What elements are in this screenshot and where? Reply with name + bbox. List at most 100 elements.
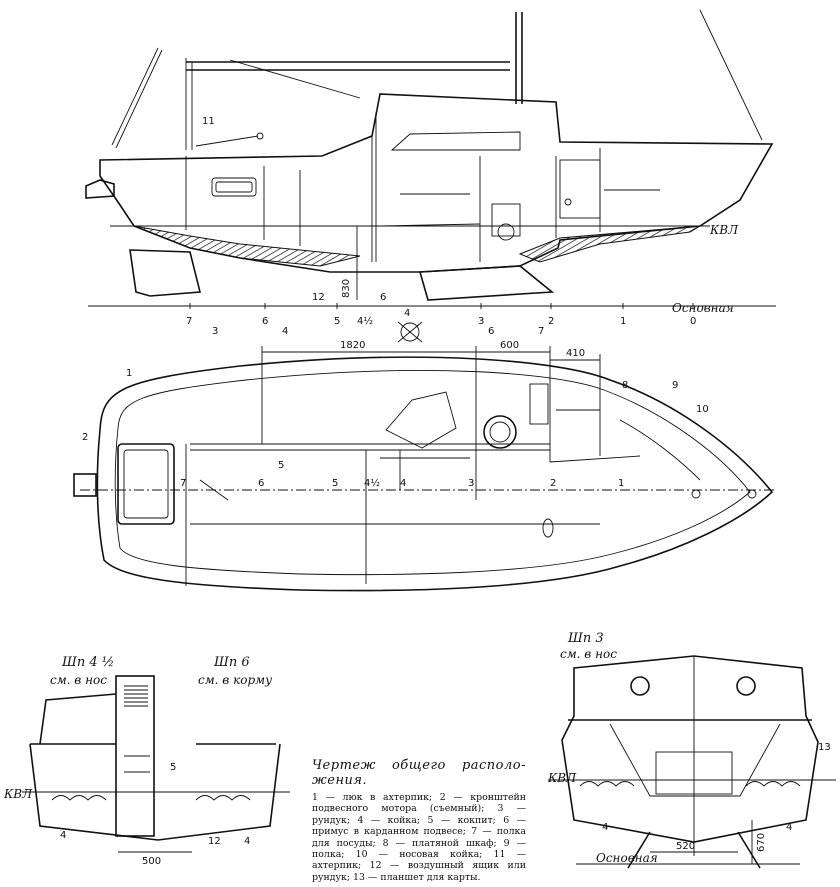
section-left: Шп 4 ½ см. в нос Шп 6 см. в корму КВЛ 4 … [3,655,290,867]
vent-grille [124,685,148,707]
deck-outline [96,356,774,592]
section-left-callout-5: 5 [170,762,176,773]
anchor-well [542,518,554,538]
bow-fitting [691,489,701,499]
companionway-hatch [385,391,457,449]
plan-callout-3: 3 [212,326,218,337]
plan-callout-5: 5 [278,460,284,471]
plan-station-3: 3 [468,478,474,489]
station-4-half: 4½ [357,315,373,327]
motor-bracket-profile [85,179,115,199]
section-right-kvl: КВЛ [547,771,577,785]
cushion-left-2 [579,781,635,787]
dim-520: 520 [676,841,695,852]
cushion-left [51,795,107,801]
station-ticks [189,303,694,309]
rigging [111,9,763,150]
inner-coaming [114,370,751,576]
section-left-cabin-side [39,693,117,745]
dim-830-label: 830 [341,279,352,298]
section-right-sub: см. в нос [560,647,617,661]
plan-bulkheads [185,368,701,586]
section-right-hull [561,655,819,843]
motor-bracket-plan [73,473,97,497]
callout-11: 11 [202,116,215,127]
plan-callout-6: 6 [488,326,494,337]
dim-600: 600 [500,340,519,351]
stove-ring-outer [483,415,517,449]
section-left-callout-4b: 4 [244,836,250,847]
section-left-title-b: Шп 6 [213,655,250,670]
plan-callout-7: 7 [538,326,544,337]
dim-500: 500 [142,856,161,867]
station-6: 6 [262,316,268,327]
station-7: 7 [186,316,192,327]
section-right-callout-13: 13 [818,742,831,753]
section-left-companion [115,675,155,837]
bilge-hatch-fwd [518,225,701,263]
station-0: 0 [690,316,696,327]
cg-symbol [397,321,423,343]
kvl-label: КВЛ [709,223,739,237]
porthole-right [736,676,756,696]
plan-callout-9: 9 [672,380,678,391]
cushion-right [195,795,251,801]
section-left-callout-12: 12 [208,836,221,847]
plan-callouts: 1 2 3 4 5 6 7 8 9 10 [82,326,709,471]
section-left-sub-a: см. в нос [50,673,107,687]
callout-12: 12 [312,292,325,303]
legend-body: 1 — люк в ахтерпик; 2 — кронштейн подвес… [312,792,526,883]
section-right: Шп 3 см. в нос КВЛ Основная 4 4 13 520 6… [547,631,836,869]
legend-title: Чертеж общего располо-жения. [312,758,526,788]
profile-view: 830 11 12 6 КВЛ Основная 7 6 5 4½ 4 3 2 … [85,9,776,343]
plan-callout-4: 4 [282,326,288,337]
bilge-hatch-aft [133,225,361,267]
rudder [129,249,202,297]
section-right-baseline-label: Основная [596,851,658,865]
section-left-kvl: КВЛ [3,787,33,801]
keel [418,265,555,301]
section-left-sub-b: см. в корму [198,673,272,687]
section-left-title-a: Шп 4 ½ [61,655,114,670]
section-right-interior [609,723,781,797]
section-right-title: Шп 3 [567,631,604,646]
station-2: 2 [548,316,554,327]
porthole-left [630,676,650,696]
plan-dimensions [261,346,601,378]
cushion-right-2 [745,781,801,787]
stove-ring-inner [489,421,511,443]
dim-1820: 1820 [340,340,365,351]
section-left-hull [29,743,281,841]
plan-callout-8: 8 [622,380,628,391]
stem-fitting [747,489,757,499]
plan-station-2: 2 [550,478,556,489]
dim-670: 670 [756,833,767,852]
station-3: 3 [478,316,484,327]
station-1: 1 [620,316,626,327]
plan-station-5: 5 [332,478,338,489]
callout-6: 6 [380,292,386,303]
plan-station-6: 6 [258,478,264,489]
station-4: 4 [404,308,410,319]
section-left-callout-4a: 4 [60,830,66,841]
dim-410: 410 [566,348,585,359]
plan-station-labels: 7 6 5 4½ 4 3 2 1 [180,477,624,489]
legend: Чертеж общего располо-жения. 1 — люк в а… [312,758,526,883]
plan-station-1: 1 [618,478,624,489]
aft-hatch [117,443,175,525]
section-right-callout-4b: 4 [786,822,792,833]
plan-callout-1: 1 [126,368,132,379]
station-labels: 7 6 5 4½ 4 3 2 1 0 [186,308,696,327]
plan-callout-10: 10 [696,404,709,415]
station-5: 5 [334,316,340,327]
plan-station-4: 4 [400,478,406,489]
aft-hatch-inner [123,449,169,519]
plan-station-4-half: 4½ [364,477,380,489]
plan-station-7: 7 [180,478,186,489]
section-right-callout-4a: 4 [602,822,608,833]
baseline-label: Основная [672,301,734,315]
plan-callout-2: 2 [82,432,88,443]
plan-view: 1820 600 410 1 2 3 4 5 6 7 8 9 10 7 6 5 … [73,326,776,592]
